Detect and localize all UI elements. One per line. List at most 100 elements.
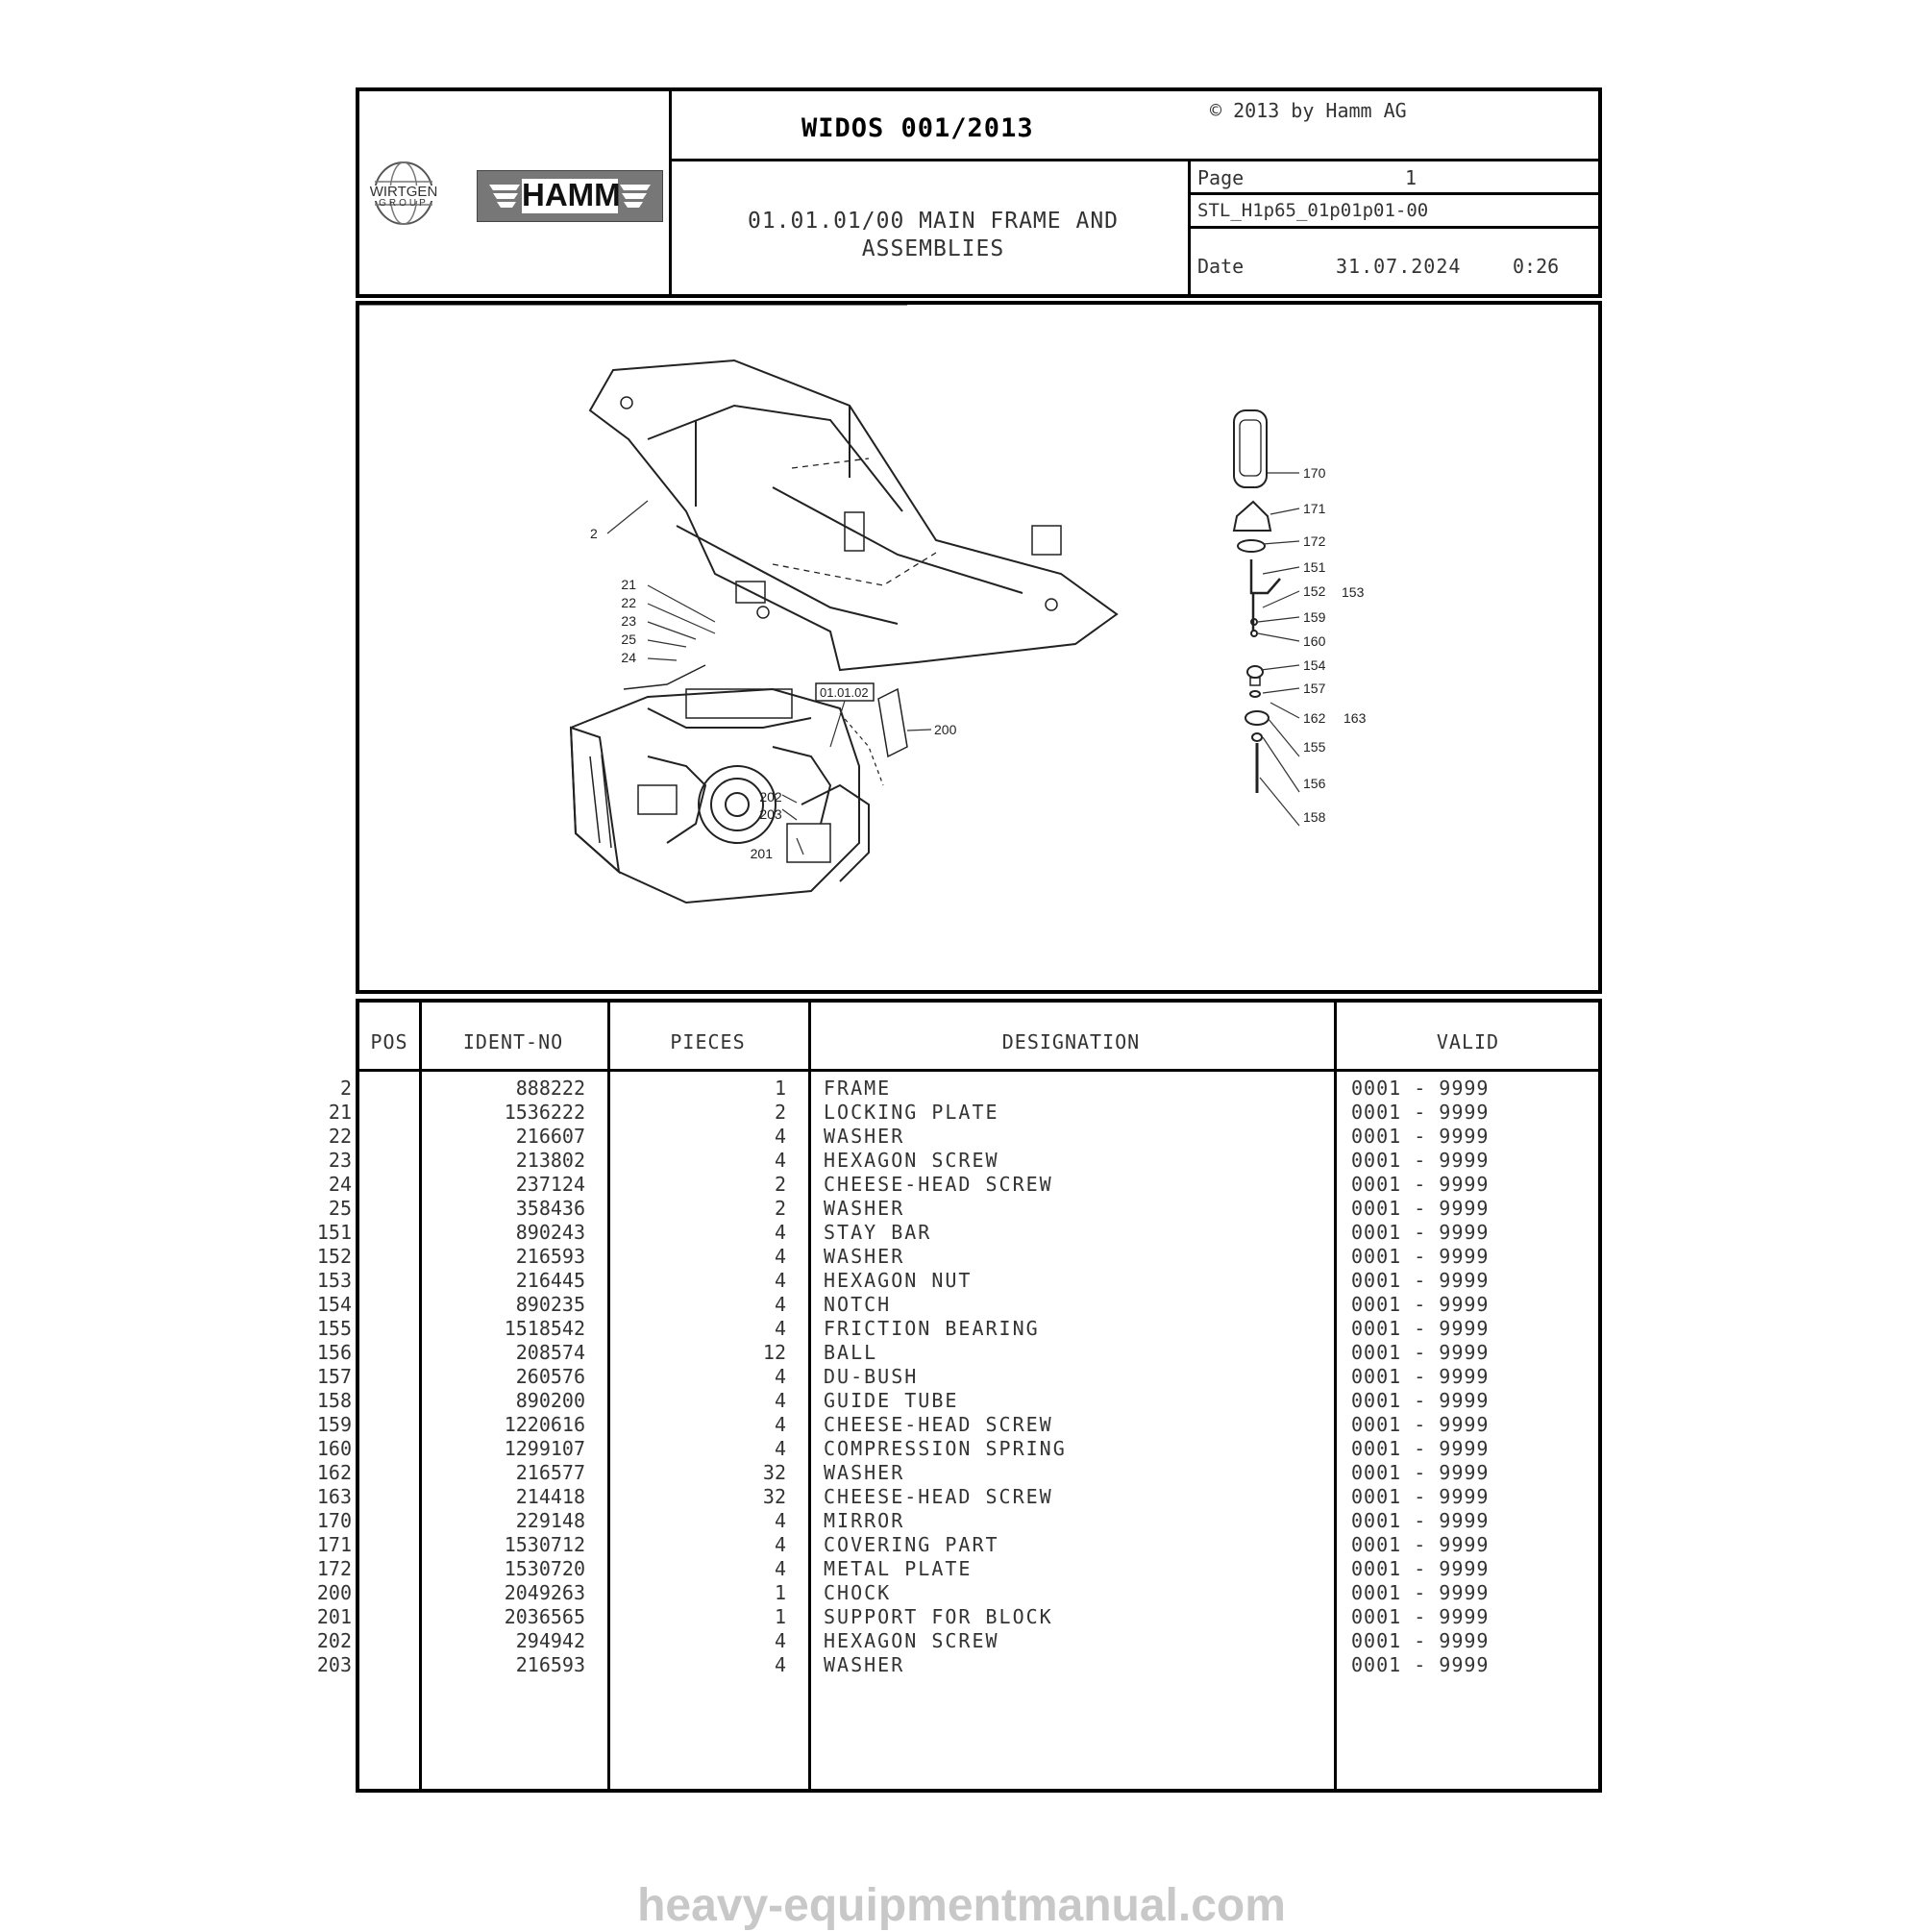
watermark-footer[interactable]: heavy-equipmentmanual.com bbox=[637, 1880, 1286, 1931]
cell-designation: COVERING PART bbox=[824, 1533, 999, 1556]
cell-ident: 294942 bbox=[515, 1629, 585, 1652]
callout-2: 2 bbox=[590, 526, 598, 541]
table-row: 202 294942 4 HEXAGON SCREW 0001 - 9999 bbox=[0, 1629, 1923, 1653]
col-header-pos: POS bbox=[370, 1030, 408, 1053]
cell-ident: 229148 bbox=[515, 1509, 585, 1532]
cell-ident: 208574 bbox=[515, 1341, 585, 1364]
engine-assembly-drawing bbox=[569, 664, 908, 904]
diagram-frame: 2 21 22 23 25 24 01.01.02 200 202 203 20… bbox=[356, 301, 1602, 994]
cell-valid: 0001 - 9999 bbox=[1351, 1269, 1490, 1292]
cell-ident: 1536222 bbox=[504, 1101, 585, 1124]
cell-pieces: 4 bbox=[774, 1629, 786, 1652]
cell-ident: 214418 bbox=[515, 1485, 585, 1508]
callout-203: 203 bbox=[759, 806, 782, 822]
callout-25: 25 bbox=[621, 632, 636, 647]
cell-ident: 2036565 bbox=[504, 1605, 585, 1628]
cell-valid: 0001 - 9999 bbox=[1351, 1173, 1490, 1196]
date-value: 31.07.2024 bbox=[1336, 255, 1462, 278]
callout-159: 159 bbox=[1303, 609, 1326, 625]
wirtgen-logo: WIRTGEN GROUP bbox=[367, 161, 440, 226]
cell-ident: 260576 bbox=[515, 1365, 585, 1388]
cell-valid: 0001 - 9999 bbox=[1351, 1581, 1490, 1604]
code-row-divider bbox=[1188, 226, 1602, 229]
callout-157: 157 bbox=[1303, 681, 1326, 696]
cell-designation: GUIDE TUBE bbox=[824, 1389, 959, 1412]
cell-designation: NOTCH bbox=[824, 1293, 892, 1316]
cell-ident: 216577 bbox=[515, 1461, 585, 1484]
col-divider-designation bbox=[1334, 1003, 1337, 1793]
cell-designation: FRICTION BEARING bbox=[824, 1317, 1040, 1340]
cell-valid: 0001 - 9999 bbox=[1351, 1317, 1490, 1340]
cell-ident: 1299107 bbox=[504, 1437, 585, 1460]
callout-152: 152 bbox=[1303, 583, 1326, 599]
time-value: 0:26 bbox=[1513, 255, 1560, 278]
wirtgen-text: WIRTGEN bbox=[369, 184, 438, 200]
cell-designation: HEXAGON NUT bbox=[824, 1269, 973, 1292]
cell-designation: STAY BAR bbox=[824, 1221, 932, 1244]
cell-pieces: 12 bbox=[762, 1341, 786, 1364]
callout-ref: 01.01.02 bbox=[820, 685, 869, 700]
callout-23: 23 bbox=[621, 613, 636, 629]
cell-pieces: 4 bbox=[774, 1653, 786, 1676]
callout-22: 22 bbox=[621, 595, 636, 610]
cell-designation: MIRROR bbox=[824, 1509, 905, 1532]
cell-pieces: 4 bbox=[774, 1245, 786, 1268]
cell-pieces: 4 bbox=[774, 1509, 786, 1532]
cell-pieces: 4 bbox=[774, 1149, 786, 1172]
cell-pieces: 4 bbox=[774, 1125, 786, 1148]
cell-pos: 24 bbox=[328, 1173, 352, 1196]
col-header-pieces: PIECES bbox=[670, 1030, 746, 1053]
cell-pieces: 32 bbox=[762, 1461, 786, 1484]
cell-pieces: 4 bbox=[774, 1389, 786, 1412]
cell-ident: 358436 bbox=[515, 1197, 585, 1220]
col-header-valid: VALID bbox=[1436, 1030, 1500, 1053]
mirror-assembly-drawing bbox=[1232, 409, 1281, 793]
cell-valid: 0001 - 9999 bbox=[1351, 1125, 1490, 1148]
cell-designation: CHOCK bbox=[824, 1581, 892, 1604]
callout-201: 201 bbox=[751, 846, 774, 861]
header-divider bbox=[359, 1069, 1602, 1072]
col-header-designation: DESIGNATION bbox=[1001, 1030, 1141, 1053]
cell-pos: 153 bbox=[316, 1269, 352, 1292]
cell-pos: 152 bbox=[316, 1245, 352, 1268]
cell-valid: 0001 - 9999 bbox=[1351, 1101, 1490, 1124]
cell-ident: 216607 bbox=[515, 1125, 585, 1148]
cell-designation: SUPPORT FOR BLOCK bbox=[824, 1605, 1053, 1628]
cell-designation: DU-BUSH bbox=[824, 1365, 919, 1388]
cell-designation: HEXAGON SCREW bbox=[824, 1629, 999, 1652]
cell-pos: 25 bbox=[328, 1197, 352, 1220]
cell-valid: 0001 - 9999 bbox=[1351, 1629, 1490, 1652]
callout-21: 21 bbox=[621, 577, 636, 592]
callout-153: 153 bbox=[1342, 584, 1365, 600]
page-number: 1 bbox=[1405, 166, 1418, 189]
cell-pieces: 4 bbox=[774, 1365, 786, 1388]
cell-pos: 172 bbox=[316, 1557, 352, 1580]
cell-pieces: 4 bbox=[774, 1293, 786, 1316]
cell-pos: 203 bbox=[316, 1653, 352, 1676]
hamm-text: HAMM bbox=[522, 177, 621, 212]
cell-ident: 216593 bbox=[515, 1245, 585, 1268]
cell-valid: 0001 - 9999 bbox=[1351, 1389, 1490, 1412]
cell-pos: 162 bbox=[316, 1461, 352, 1484]
cell-pos: 171 bbox=[316, 1533, 352, 1556]
date-label: Date bbox=[1197, 255, 1245, 278]
section-title-line2: ASSEMBLIES bbox=[861, 236, 1005, 261]
cell-pos: 202 bbox=[316, 1629, 352, 1652]
cell-valid: 0001 - 9999 bbox=[1351, 1437, 1490, 1460]
col-divider-pos bbox=[419, 1003, 422, 1793]
callout-24: 24 bbox=[621, 650, 636, 665]
parts-table bbox=[356, 999, 1602, 1793]
cell-ident: 890243 bbox=[515, 1221, 585, 1244]
